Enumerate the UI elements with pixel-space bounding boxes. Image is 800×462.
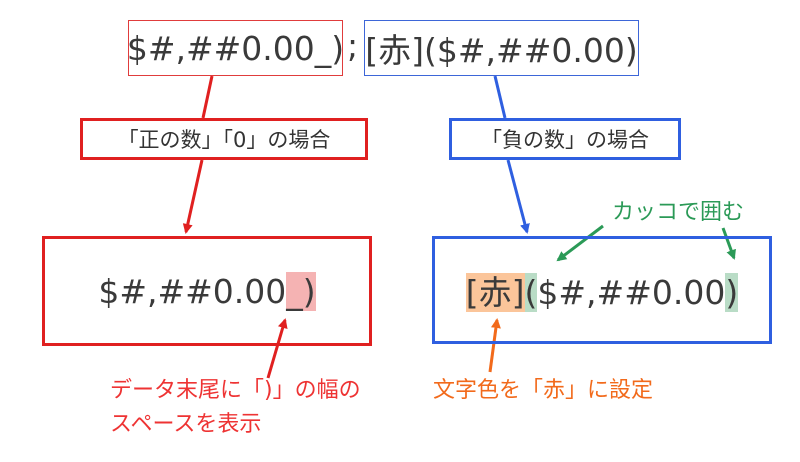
positive-example-text: $#,##0.00_) bbox=[98, 271, 316, 311]
negative-example-text: [赤]($#,##0.00) bbox=[465, 266, 739, 314]
format-separator: ; bbox=[347, 26, 359, 65]
arrow-right-label-to-example bbox=[506, 159, 530, 234]
positive-note-line1: データ末尾に「)」の幅の bbox=[110, 378, 361, 403]
positive-format-text: $#,##0.00_) bbox=[126, 28, 345, 68]
positive-example-box: $#,##0.00_) bbox=[42, 236, 372, 346]
negative-example-open-paren: ( bbox=[524, 273, 538, 312]
arrow-green-to-open-paren bbox=[556, 224, 604, 262]
positive-example-main: $#,##0.00 bbox=[98, 271, 287, 311]
positive-note-line2: スペースを表示 bbox=[110, 412, 262, 437]
arrow-orange-note-to-color bbox=[488, 318, 501, 373]
negative-case-label: 「負の数」の場合 bbox=[449, 118, 681, 160]
negative-format-box: [赤]($#,##0.00) bbox=[364, 20, 639, 76]
arrow-red-note-to-highlight bbox=[266, 318, 288, 379]
negative-case-label-text: 「負の数」の場合 bbox=[481, 128, 649, 152]
positive-case-label: 「正の数」「0」の場合 bbox=[80, 118, 368, 160]
positive-example-highlight: _) bbox=[286, 271, 316, 311]
arrow-green-to-close-paren bbox=[721, 227, 736, 260]
paren-note: カッコで囲む bbox=[612, 200, 745, 225]
negative-example-box: [赤]($#,##0.00) bbox=[432, 236, 772, 344]
color-note: 文字色を「赤」に設定 bbox=[433, 378, 654, 403]
negative-example-close-paren: ) bbox=[725, 273, 739, 312]
arrow-top-to-right-label bbox=[493, 75, 507, 119]
positive-note: データ末尾に「)」の幅の スペースを表示 bbox=[110, 374, 361, 442]
positive-case-label-text: 「正の数」「0」の場合 bbox=[117, 128, 331, 152]
arrow-top-to-left-label bbox=[201, 75, 214, 119]
arrow-left-label-to-example bbox=[182, 159, 204, 234]
negative-example-color-code: [赤] bbox=[465, 273, 525, 312]
negative-format-text: [赤]($#,##0.00) bbox=[365, 31, 638, 70]
negative-example-main: $#,##0.00 bbox=[537, 273, 726, 312]
positive-format-box: $#,##0.00_) bbox=[126, 20, 345, 76]
